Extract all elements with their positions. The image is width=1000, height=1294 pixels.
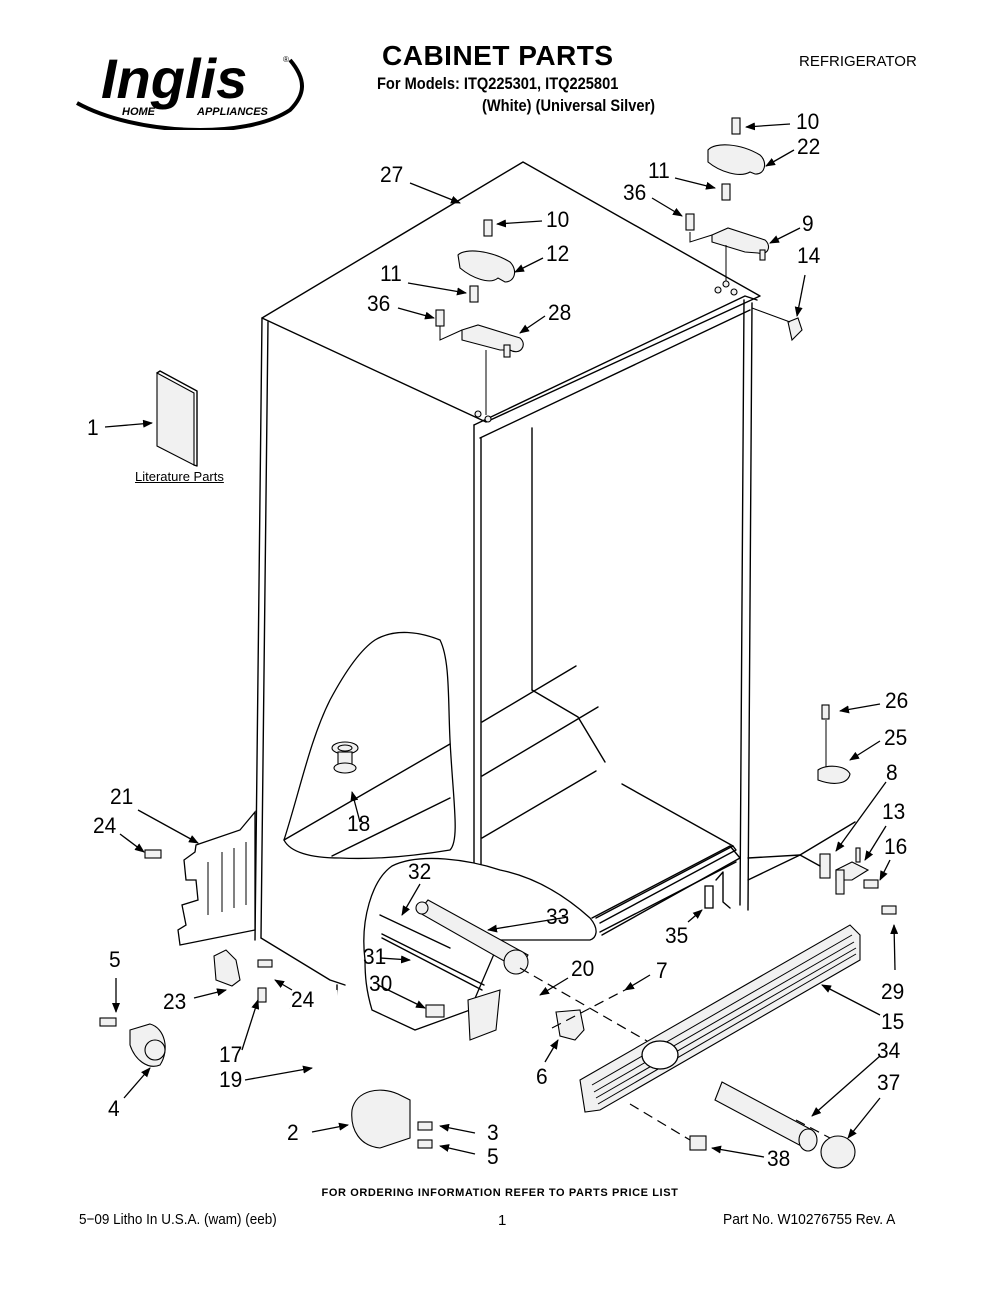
callout-21: 21 [110,784,134,809]
callout-33: 33 [546,904,570,929]
callout-35: 35 [665,923,689,948]
callout-16: 16 [884,834,908,859]
callout-11: 11 [648,158,670,183]
callout-23: 23 [163,989,187,1014]
callout-27: 27 [380,162,404,187]
callout-3: 3 [487,1120,499,1145]
top-hinge-right [685,117,803,342]
callout-24: 24 [93,813,117,838]
callout-30: 30 [369,971,393,996]
callout-leaders [104,122,899,1158]
logo-tagline-appliances: APPLIANCES [196,106,269,118]
callout-24: 24 [291,987,315,1012]
callout-7: 7 [656,958,668,983]
colors-line: (White) (Universal Silver) [482,96,656,115]
callout-8: 8 [886,760,898,785]
callout-31: 31 [363,944,387,969]
callout-2: 2 [287,1120,299,1145]
callout-9: 9 [802,211,814,236]
models-line: For Models: ITQ225301, ITQ225801 [377,74,619,93]
literature-parts-label: Literature Parts [135,469,224,484]
callout-14: 14 [797,243,821,268]
logo-wordmark: Inglis [101,47,247,110]
callout-13: 13 [882,799,906,824]
ordering-note: FOR ORDERING INFORMATION REFER TO PARTS … [321,1187,679,1199]
callout-17: 17 [219,1042,243,1067]
callout-5: 5 [487,1144,499,1169]
callout-18: 18 [347,811,371,836]
top-hinge-left [435,219,524,423]
page-title: CABINET PARTS [382,40,614,71]
cutaway-view-drain [283,631,456,860]
callout-11: 11 [380,261,402,286]
part-number: Part No. W10276755 Rev. A [723,1211,896,1228]
callout-29: 29 [881,979,905,1004]
filter-cap-part-37 [820,1135,856,1169]
rear-access-panel-part-21 [144,810,256,946]
callout-36: 36 [623,180,647,205]
callout-38: 38 [767,1146,791,1171]
callout-10: 10 [546,207,570,232]
callout-28: 28 [548,300,572,325]
callout-22: 22 [797,134,821,159]
registered-mark: ® [283,55,289,64]
lower-parts-left [99,949,433,1149]
water-filter-part-34 [714,1081,818,1152]
callout-12: 12 [546,241,570,266]
callout-19: 19 [219,1067,243,1092]
callout-34: 34 [877,1038,901,1063]
filter-housing-part-33 [415,899,529,975]
tube-part-32 [379,914,451,949]
callout-1: 1 [87,415,99,440]
callout-36: 36 [367,291,391,316]
product-category: REFRIGERATOR [799,53,917,70]
base-grille-part-15 [579,924,861,1113]
cabinet-outline [254,161,856,1001]
callout-4: 4 [108,1096,120,1121]
tube-part-31 [381,937,483,991]
page-number: 1 [498,1212,507,1229]
callout-15: 15 [881,1009,905,1034]
lower-hinge-assembly [747,704,897,915]
clip-part-30 [425,1004,445,1018]
callout-26: 26 [885,688,909,713]
drain-trough-part-18 [331,741,359,774]
callout-6: 6 [536,1064,548,1089]
logo-tagline-home: HOME [122,106,156,118]
callout-5: 5 [109,947,121,972]
callout-37: 37 [877,1070,901,1095]
callout-25: 25 [884,725,908,750]
clip-part-6 [555,1009,585,1041]
inglis-logo: Inglis ® HOME APPLIANCES [76,47,304,130]
callout-10: 10 [796,109,820,134]
callout-32: 32 [408,859,432,884]
callout-20: 20 [571,956,595,981]
print-info: 5−09 Litho In U.S.A. (wam) (eeb) [79,1211,277,1228]
bypass-cap-part-38 [689,1135,707,1151]
